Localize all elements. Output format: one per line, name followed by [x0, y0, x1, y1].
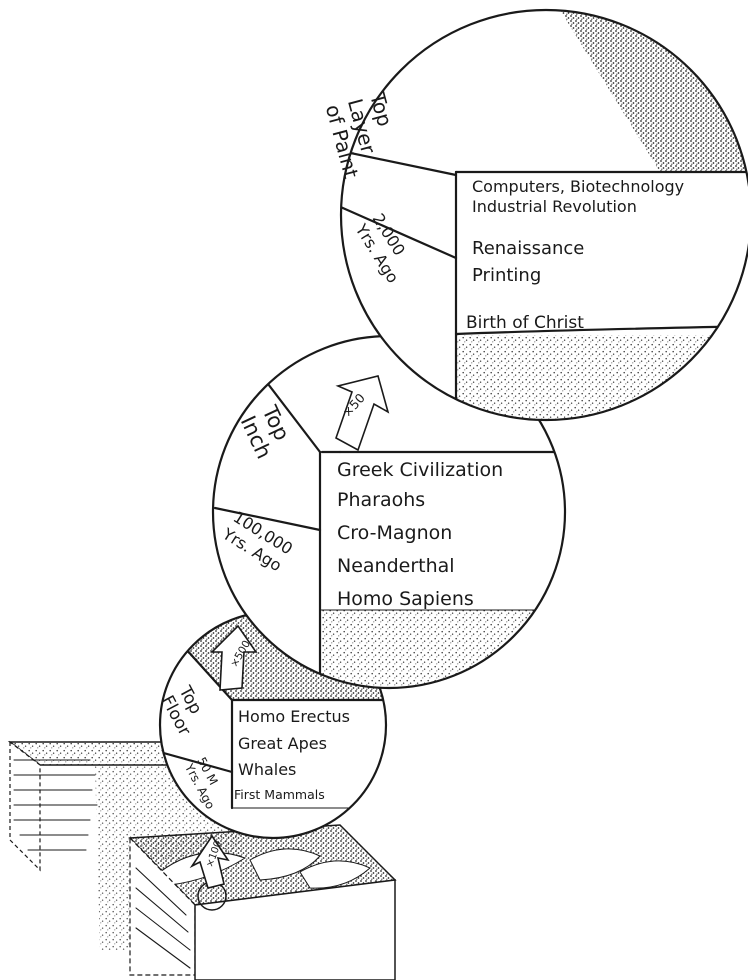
- event-label: Birth of Christ: [466, 313, 584, 333]
- event-label: Industrial Revolution: [472, 197, 637, 216]
- strata-lines-front: [135, 867, 191, 969]
- event-list-top: Computers, Biotechnology Industrial Revo…: [466, 177, 684, 333]
- event-label: Whales: [238, 760, 296, 779]
- magnify-arrow-base: ×100: [189, 834, 230, 889]
- svg-text:Top Layer of P: Top Layer of Paint: [320, 89, 407, 181]
- event-label: Greek Civilization: [337, 459, 503, 481]
- event-label: Great Apes: [238, 734, 327, 753]
- event-label: Computers, Biotechnology: [472, 177, 684, 196]
- event-label: Renaissance: [472, 238, 584, 259]
- event-label: Neanderthal: [337, 555, 455, 577]
- event-label: Printing: [472, 265, 541, 286]
- magnified-view-middle: Top Inch 100,000 Yrs. Ago Greek Civiliza…: [211, 334, 567, 690]
- event-list-middle: Greek Civilization Pharaohs Cro-Magnon N…: [337, 459, 503, 610]
- event-list-bottom: Homo Erectus Great Apes Whales First Mam…: [234, 707, 350, 802]
- strata-lines-left: [13, 759, 98, 851]
- event-label: Cro-Magnon: [337, 522, 452, 544]
- event-label: Pharaohs: [337, 489, 425, 511]
- event-label: Homo Erectus: [238, 707, 350, 726]
- event-label: First Mammals: [234, 787, 325, 802]
- carved-surface-marks: [159, 848, 371, 889]
- event-label: Homo Sapiens: [337, 588, 474, 610]
- side-label-top: Top Layer of Paint: [320, 89, 407, 181]
